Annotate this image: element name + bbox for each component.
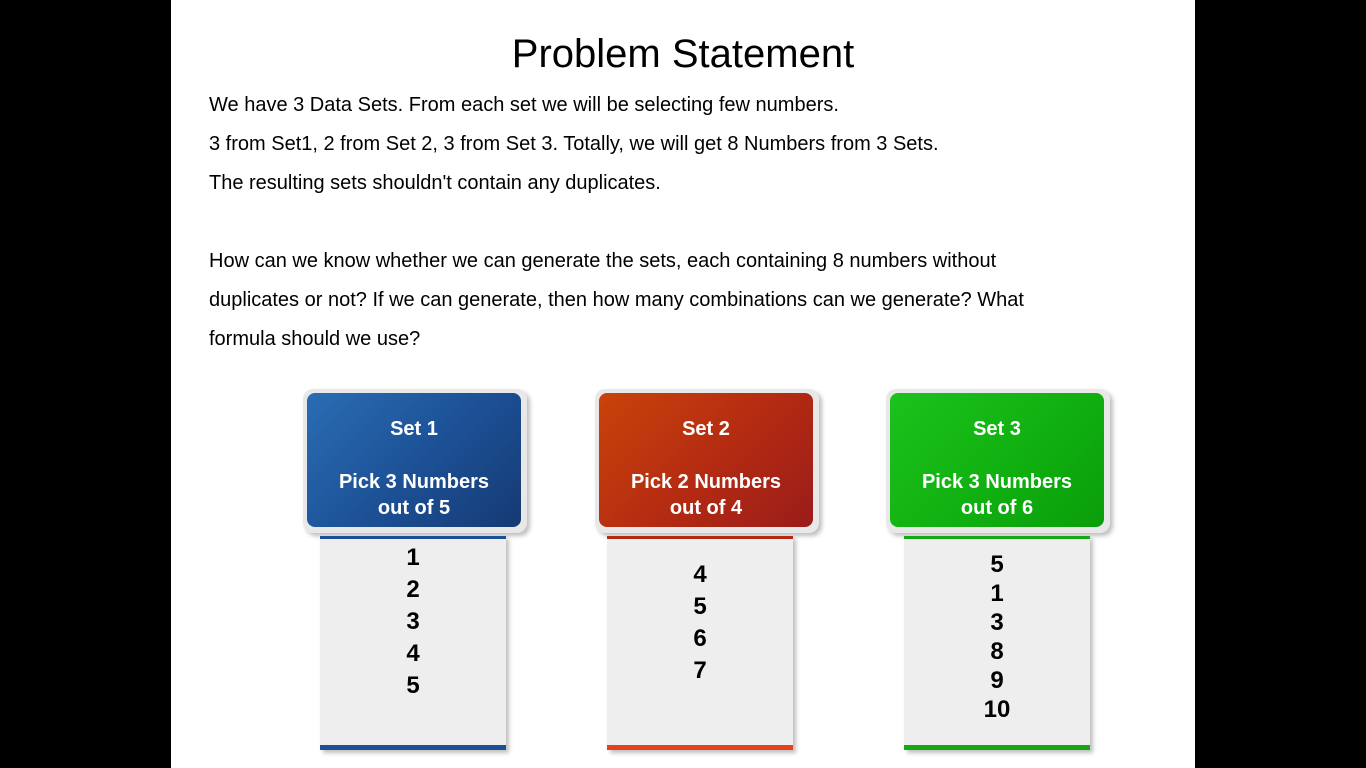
set-1-numbers: 1 2 3 4 5	[320, 542, 506, 702]
paragraph-spacer	[209, 203, 1169, 242]
number-item: 1	[990, 580, 1004, 607]
number-item: 7	[693, 657, 707, 684]
set-3-subtitle: Pick 3 Numbers out of 6	[890, 469, 1104, 521]
paragraph-line: formula should we use?	[209, 328, 421, 350]
set-3-header: Set 3 Pick 3 Numbers out of 6	[890, 393, 1104, 527]
set-2-number-list: 4 5 6 7	[607, 536, 793, 750]
set-1-number-list: 1 2 3 4 5	[320, 536, 506, 750]
set-3-card: Set 3 Pick 3 Numbers out of 6	[886, 389, 1110, 533]
number-item: 4	[406, 640, 420, 667]
set-1-card: Set 1 Pick 3 Numbers out of 5	[303, 389, 527, 533]
set-2-bottom-bar	[607, 745, 793, 750]
number-item: 4	[693, 561, 707, 588]
set-1-out-of-line: out of 5	[377, 497, 451, 519]
number-item: 6	[693, 625, 707, 652]
number-item: 8	[990, 638, 1004, 665]
paragraph-line: The resulting sets shouldn't contain any…	[209, 172, 661, 194]
set-2-title: Set 2	[682, 418, 730, 440]
paragraph-line: 3 from Set1, 2 from Set 2, 3 from Set 3.…	[209, 133, 939, 155]
number-item: 3	[406, 608, 420, 635]
number-item: 2	[406, 576, 420, 603]
set-3-title: Set 3	[973, 418, 1021, 440]
set-3-numbers: 5 1 3 8 9 10	[904, 550, 1090, 724]
set-1-pick-line: Pick 3 Numbers	[338, 471, 490, 493]
set-1-title: Set 1	[390, 418, 438, 440]
set-2-card: Set 2 Pick 2 Numbers out of 4	[595, 389, 819, 533]
set-2-top-bar	[607, 536, 793, 539]
set-3-top-bar	[904, 536, 1090, 539]
number-item: 5	[990, 551, 1004, 578]
set-2-subtitle: Pick 2 Numbers out of 4	[599, 469, 813, 521]
number-item: 3	[990, 609, 1004, 636]
set-1-top-bar	[320, 536, 506, 539]
set-3-out-of-line: out of 6	[960, 497, 1034, 519]
set-3-pick-line: Pick 3 Numbers	[921, 471, 1073, 493]
problem-text: We have 3 Data Sets. From each set we wi…	[209, 86, 1169, 359]
number-item: 9	[990, 667, 1004, 694]
set-3-number-list: 5 1 3 8 9 10	[904, 536, 1090, 750]
number-item: 1	[406, 544, 420, 571]
set-1-bottom-bar	[320, 745, 506, 750]
number-item: 10	[983, 696, 1011, 723]
paragraph-line: We have 3 Data Sets. From each set we wi…	[209, 94, 839, 116]
number-item: 5	[406, 672, 420, 699]
slide-title: Problem Statement	[511, 32, 855, 76]
number-item: 5	[693, 593, 707, 620]
set-1-header: Set 1 Pick 3 Numbers out of 5	[307, 393, 521, 527]
set-2-numbers: 4 5 6 7	[607, 559, 793, 687]
paragraph-line: duplicates or not? If we can generate, t…	[209, 289, 1024, 311]
set-3-bottom-bar	[904, 745, 1090, 750]
set-2-out-of-line: out of 4	[669, 497, 743, 519]
set-2-pick-line: Pick 2 Numbers	[630, 471, 782, 493]
slide: Problem Statement We have 3 Data Sets. F…	[171, 0, 1195, 768]
paragraph-line: How can we know whether we can generate …	[209, 250, 997, 272]
set-1-subtitle: Pick 3 Numbers out of 5	[307, 469, 521, 521]
set-2-header: Set 2 Pick 2 Numbers out of 4	[599, 393, 813, 527]
